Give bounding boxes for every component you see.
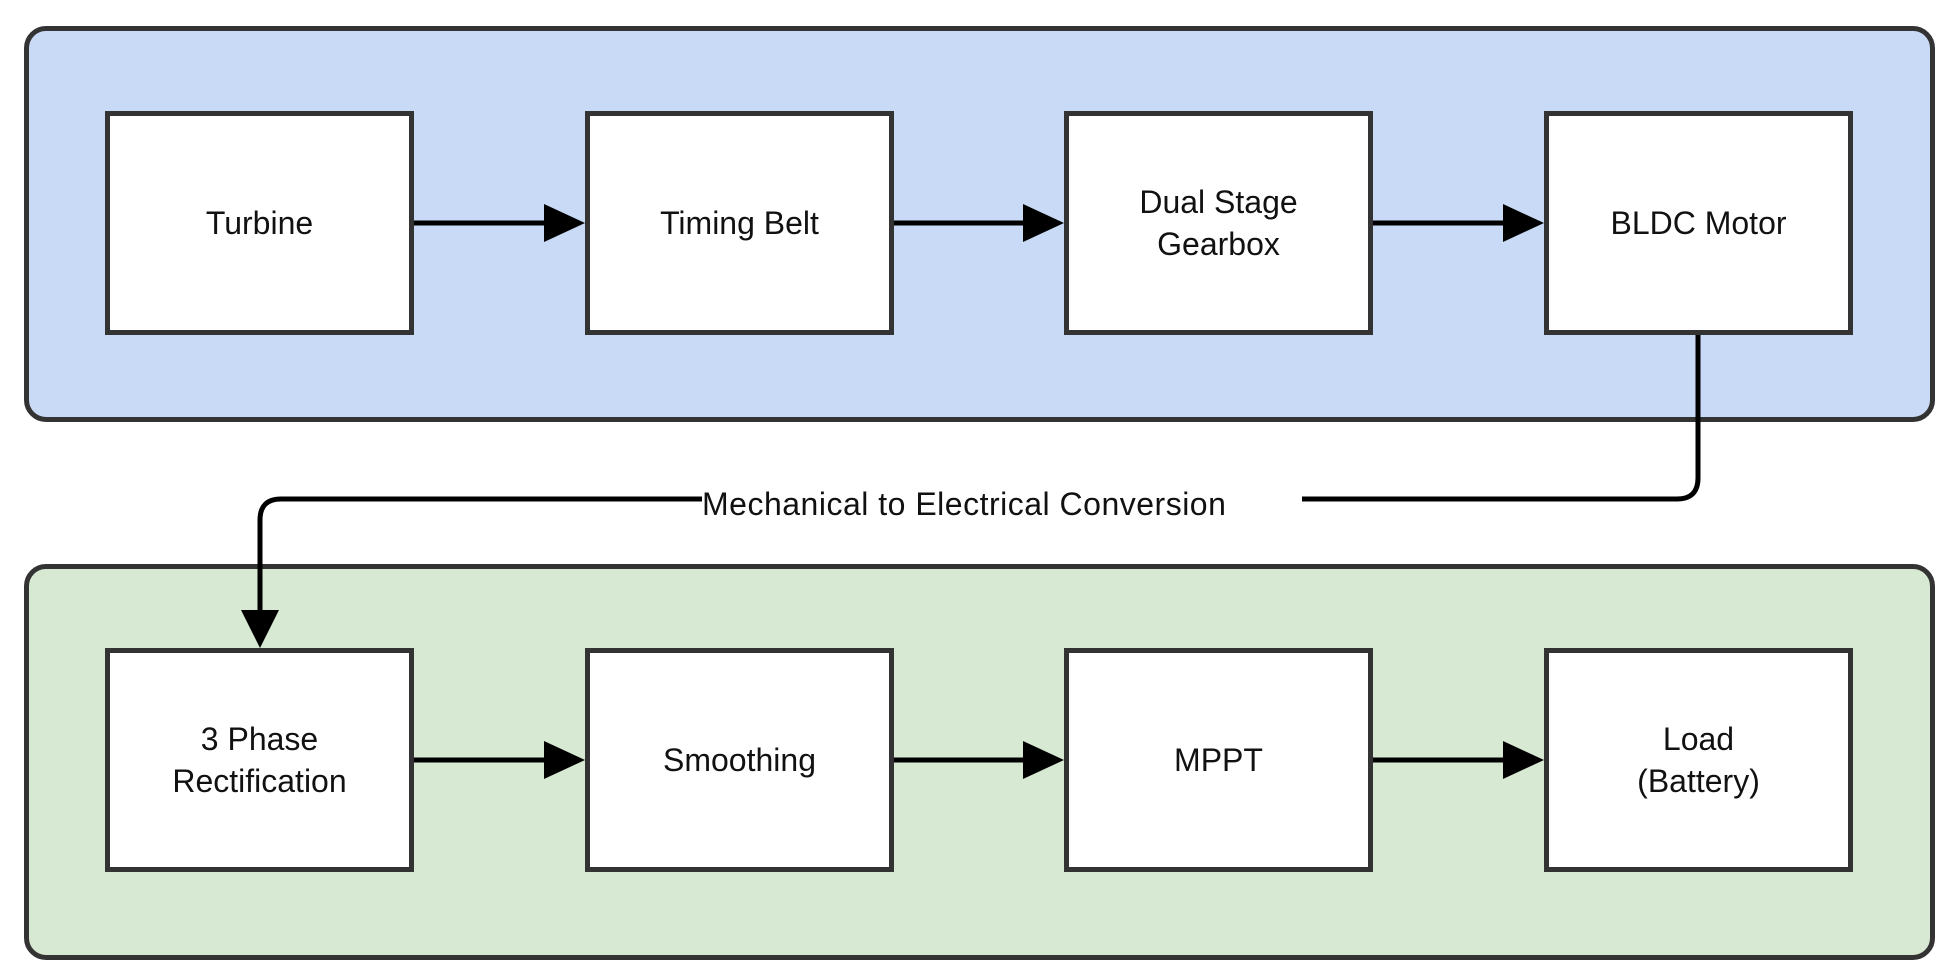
conversion-label: Mechanical to Electrical Conversion (702, 478, 1302, 530)
dual-stage-gearbox-block[interactable]: Dual Stage Gearbox (1064, 111, 1373, 335)
turbine-label: Turbine (205, 205, 314, 241)
load-battery-label: Load (Battery) (1637, 721, 1760, 799)
mppt-block[interactable]: MPPT (1064, 648, 1373, 872)
dual-stage-gearbox-label: Dual Stage Gearbox (1139, 184, 1298, 262)
smoothing-block[interactable]: Smoothing (585, 648, 894, 872)
mppt-label: MPPT (1174, 742, 1263, 778)
load-battery-block[interactable]: Load (Battery) (1544, 648, 1853, 872)
smoothing-label: Smoothing (663, 742, 816, 778)
bldc-motor-label: BLDC Motor (1610, 205, 1787, 241)
three-phase-rectification-block[interactable]: 3 Phase Rectification (105, 648, 414, 872)
turbine-block[interactable]: Turbine (105, 111, 414, 335)
three-phase-rectification-label: 3 Phase Rectification (172, 721, 347, 799)
timing-belt-label: Timing Belt (660, 205, 819, 241)
bldc-motor-block[interactable]: BLDC Motor (1544, 111, 1853, 335)
timing-belt-block[interactable]: Timing Belt (585, 111, 894, 335)
